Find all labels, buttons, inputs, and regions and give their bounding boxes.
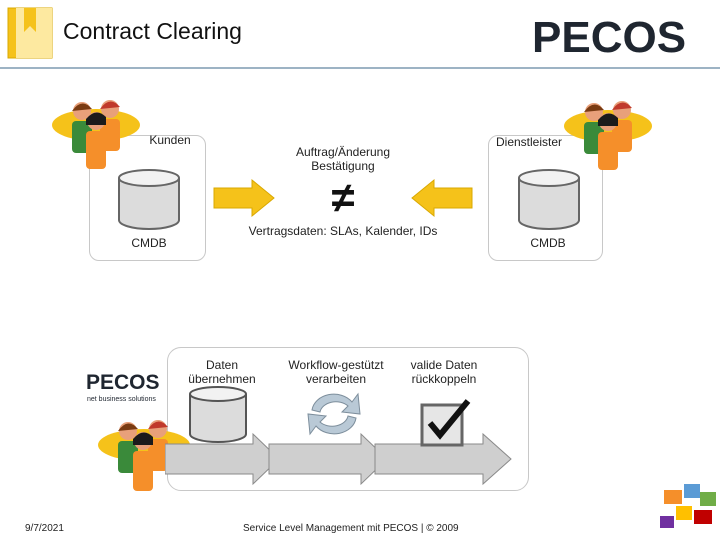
provider-people-icon <box>562 98 654 178</box>
sync-arrows-icon <box>302 384 366 444</box>
checkbox-icon <box>418 395 474 451</box>
customer-label: Kunden <box>149 133 191 147</box>
brand-logo: PECOS <box>532 13 707 62</box>
process-step-label: valide Daten rückkoppeln <box>410 358 478 386</box>
footer-caption: Service Level Management mit PECOS | © 2… <box>243 523 459 534</box>
process-brand-logo-text: PECOS <box>86 371 160 394</box>
customer-people-icon <box>50 95 142 175</box>
left-arrow-icon <box>410 178 474 218</box>
contract-data-label: Vertragsdaten: SLAs, Kalender, IDs <box>248 224 438 238</box>
brand-logo-text: PECOS <box>532 14 686 58</box>
provider-cmdb-label: CMDB <box>530 236 566 250</box>
customer-cmdb-label: CMDB <box>131 236 167 250</box>
footer-date: 9/7/2021 <box>25 523 64 534</box>
header-bookmark-icon <box>6 6 58 62</box>
database-icon <box>186 384 250 444</box>
provider-label: Dienstleister <box>495 135 563 149</box>
provider-cmdb-database-icon <box>516 168 582 232</box>
customer-panel <box>89 135 206 261</box>
header-divider <box>0 67 720 69</box>
process-step-label: Workflow-gestützt verarbeiten <box>288 358 384 386</box>
process-brand-tagline: net business solutions <box>87 396 156 403</box>
process-step-label: Daten übernehmen <box>188 358 256 386</box>
customer-cmdb-database-icon <box>116 168 182 232</box>
page-title: Contract Clearing <box>63 18 242 44</box>
right-arrow-icon <box>212 178 276 218</box>
process-brand-logo: PECOS net business solutions <box>82 363 164 407</box>
puzzle-icon <box>656 480 720 536</box>
not-equal-symbol: ≠ <box>331 174 355 221</box>
process-flow-arrows <box>164 430 517 488</box>
order-change-confirmation-label: Auftrag/Änderung Bestätigung <box>295 145 391 173</box>
